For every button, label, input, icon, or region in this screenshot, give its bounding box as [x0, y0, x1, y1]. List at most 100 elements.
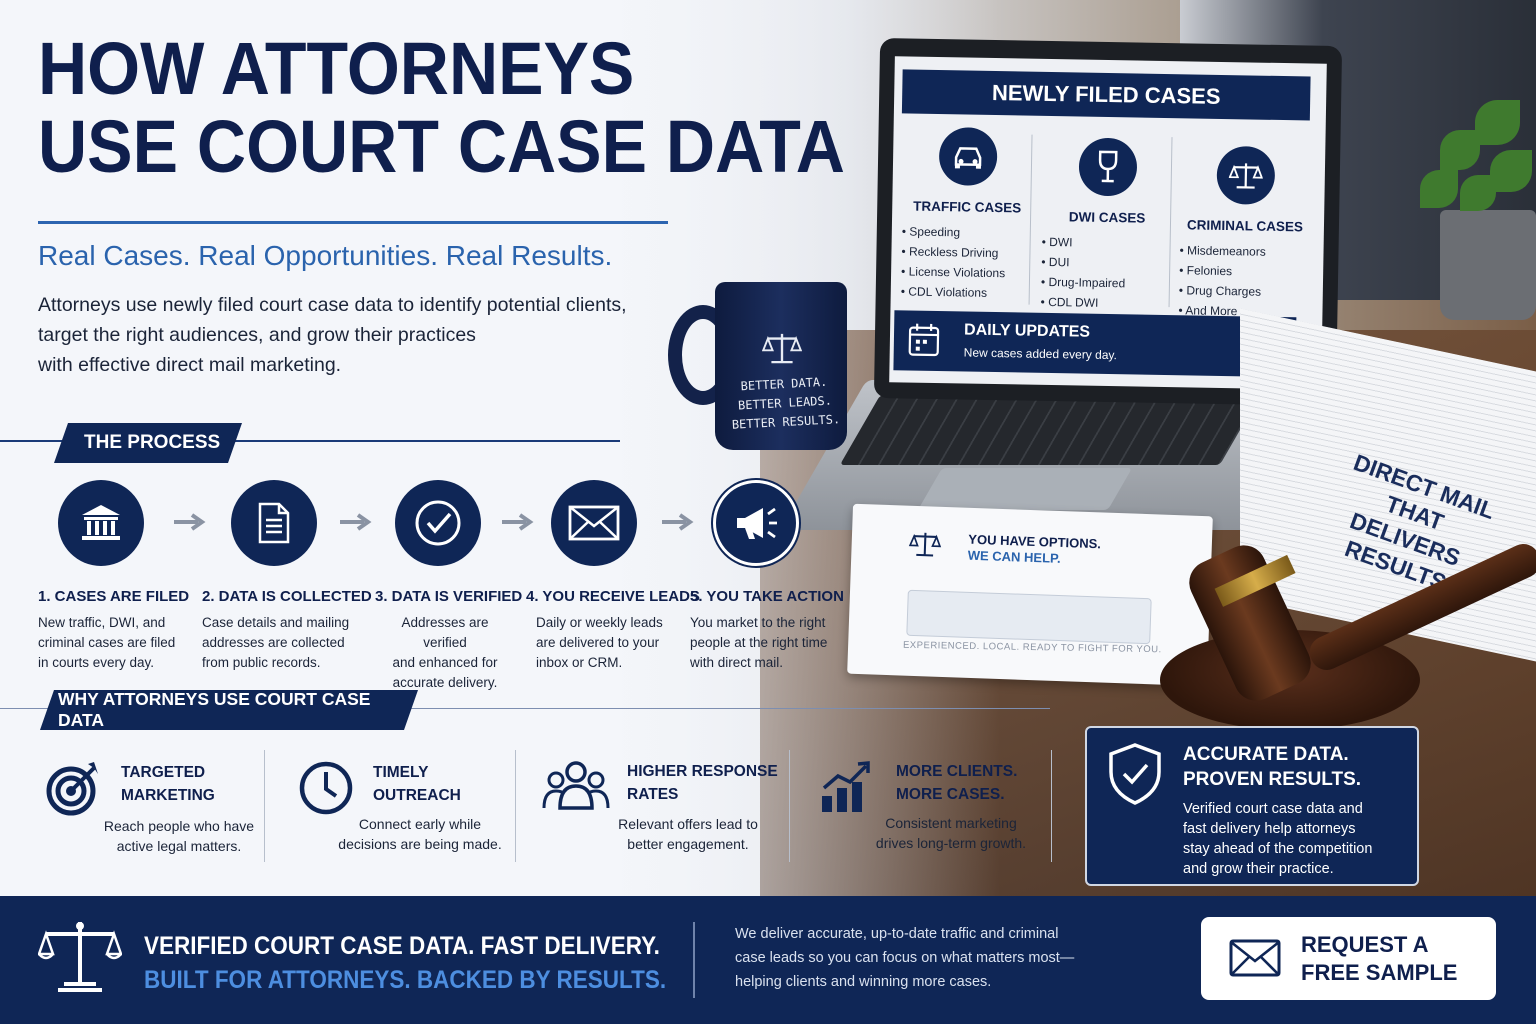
- tagline: Real Cases. Real Opportunities. Real Res…: [38, 240, 613, 271]
- shield-check-icon: [1107, 742, 1163, 811]
- target-icon: [46, 760, 102, 821]
- why-heading: WHY ATTORNEYS USE COURT CASE DATA: [40, 690, 418, 730]
- step-title: 5. YOU TAKE ACTION: [690, 588, 844, 605]
- case-type-item: • Misdemeanors: [1179, 243, 1266, 259]
- envelope-scales-icon: [907, 529, 942, 563]
- megaphone-icon: [713, 480, 799, 566]
- laptop-screen: NEWLY FILED CASES TRAFFIC CASES • Speedi…: [889, 56, 1327, 390]
- document-icon: [231, 480, 317, 566]
- page-title: HOW ATTORNEYS USE COURT CASE DATA: [38, 30, 866, 186]
- envelope-headline: YOU HAVE OPTIONS. WE CAN HELP.: [967, 532, 1102, 569]
- process-step: 4. YOU RECEIVE LEADS Daily or weekly lea…: [525, 480, 700, 673]
- updates-title: DAILY UPDATES: [963, 321, 1091, 341]
- envelope-icon: [551, 480, 637, 566]
- scales-of-justice-icon: [37, 918, 123, 1001]
- title-line: HOW ATTORNEYS: [38, 27, 635, 110]
- laptop-keyboard: [839, 395, 1261, 465]
- why-divider: [515, 750, 516, 862]
- intro-paragraph: Attorneys use newly filed court case dat…: [38, 290, 698, 380]
- growth-chart-icon: [820, 758, 876, 819]
- updates-desc: New cases added every day.: [963, 345, 1118, 363]
- car-icon: [938, 127, 998, 187]
- plant-pot: [1440, 210, 1536, 320]
- intro-line: target the right audiences, and grow the…: [38, 324, 476, 346]
- plant-leaf: [1490, 150, 1532, 192]
- case-type-item: • DWI: [1041, 234, 1073, 250]
- footer-divider: [693, 922, 695, 998]
- case-type-item: • Felonies: [1179, 263, 1233, 279]
- footer-headline: VERIFIED COURT CASE DATA. FAST DELIVERY.: [144, 932, 660, 960]
- intro-line: Attorneys use newly filed court case dat…: [38, 294, 627, 316]
- step-title: 3. DATA IS VERIFIED: [375, 588, 523, 605]
- case-type-item: • Reckless Driving: [901, 244, 999, 261]
- accuracy-title: ACCURATE DATA.PROVEN RESULTS.: [1183, 744, 1362, 790]
- why-divider: [264, 750, 265, 862]
- process-step: 5. YOU TAKE ACTION You market to the rig…: [690, 480, 860, 673]
- step-title: 4. YOU RECEIVE LEADS: [526, 588, 700, 605]
- column-title: CRIMINAL CASES: [1186, 217, 1304, 235]
- courthouse-icon: [58, 480, 144, 566]
- arrow-right-icon: [174, 513, 206, 531]
- case-type-item: • CDL DWI: [1040, 294, 1099, 310]
- screen-column-traffic: TRAFFIC CASES • Speeding • Reckless Driv…: [901, 126, 1034, 303]
- intro-line: with effective direct mail marketing.: [38, 354, 342, 376]
- case-type-item: • CDL Violations: [900, 284, 988, 300]
- envelope-address-window: [906, 589, 1152, 645]
- footer-subheadline: BUILT FOR ATTORNEYS. BACKED BY RESULTS.: [144, 966, 667, 994]
- footer-desc: We deliver accurate, up-to-date traffic …: [735, 926, 1075, 990]
- mug-slogan: BETTER DATA. BETTER LEADS. BETTER RESULT…: [729, 372, 842, 435]
- case-type-item: • DUI: [1041, 254, 1070, 270]
- mug-scales-icon: [761, 330, 803, 371]
- arrow-right-icon: [340, 513, 372, 531]
- process-step: 2. DATA IS COLLECTED Case details and ma…: [202, 480, 381, 673]
- screen-column-criminal: CRIMINAL CASES • Misdemeanors • Felonies…: [1178, 145, 1311, 322]
- why-title: MORE CLIENTS.MORE CASES.: [896, 763, 1018, 803]
- screen-column-dwi: DWI CASES • DWI • DUI • Drug-Impaired • …: [1040, 137, 1173, 314]
- case-type-item: • License Violations: [901, 264, 1006, 281]
- case-type-item: • Speeding: [901, 224, 961, 240]
- people-icon: [542, 758, 610, 817]
- laptop-trackpad: [917, 468, 1133, 510]
- plant-leaf: [1420, 170, 1458, 208]
- scales-icon: [1216, 145, 1276, 205]
- wine-glass-icon: [1078, 137, 1138, 197]
- step-title: 1. CASES ARE FILED: [38, 588, 190, 605]
- accuracy-callout: ACCURATE DATA.PROVEN RESULTS. Verified c…: [1085, 726, 1419, 886]
- step-title: 2. DATA IS COLLECTED: [202, 588, 372, 605]
- calendar-icon: [908, 323, 941, 363]
- clock-icon: [298, 760, 354, 821]
- why-divider: [1051, 750, 1052, 862]
- column-title: DWI CASES: [1068, 209, 1146, 226]
- screen-header: NEWLY FILED CASES: [901, 69, 1311, 121]
- envelope-icon: [1229, 939, 1281, 982]
- coffee-mug: [715, 282, 847, 450]
- plant-leaf: [1475, 100, 1520, 145]
- plant-leaf: [1440, 130, 1480, 170]
- process-heading: THE PROCESS: [54, 423, 242, 463]
- section-rule: [0, 440, 620, 442]
- checkmark-icon: [395, 480, 481, 566]
- process-step: 3. DATA IS VERIFIED Addresses are verifi…: [375, 480, 545, 693]
- title-underline: [38, 221, 668, 224]
- column-title: TRAFFIC CASES: [913, 198, 1022, 216]
- section-rule: [0, 708, 1050, 709]
- daily-updates-banner: DAILY UPDATES New cases added every day.: [893, 310, 1297, 378]
- why-divider: [789, 750, 790, 862]
- case-type-item: • Drug-Impaired: [1040, 274, 1126, 291]
- title-line: USE COURT CASE DATA: [38, 105, 845, 188]
